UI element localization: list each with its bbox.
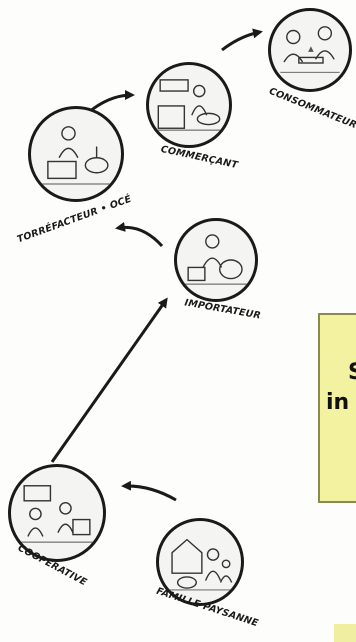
callout-line-1: S [348, 360, 356, 385]
arrow-commercant-to-consommateur [222, 32, 260, 50]
node-torrefacteur [28, 106, 124, 202]
arrow-cooperative-to-importateur [52, 300, 166, 462]
yellow-corner-scrap [334, 624, 356, 642]
node-commercant [146, 62, 232, 148]
callout-box: S in [318, 313, 356, 503]
node-importateur [174, 218, 258, 302]
consumers-illustration-icon [271, 11, 349, 89]
arrow-importateur-to-torrefacteur [118, 227, 162, 246]
shop-illustration-icon [149, 65, 229, 145]
roaster-illustration-icon [31, 109, 121, 199]
node-consommateur [268, 8, 352, 92]
callout-line-2: in [326, 390, 349, 415]
importer-illustration-icon [177, 221, 255, 299]
arrow-famille-to-cooperative [124, 486, 176, 500]
